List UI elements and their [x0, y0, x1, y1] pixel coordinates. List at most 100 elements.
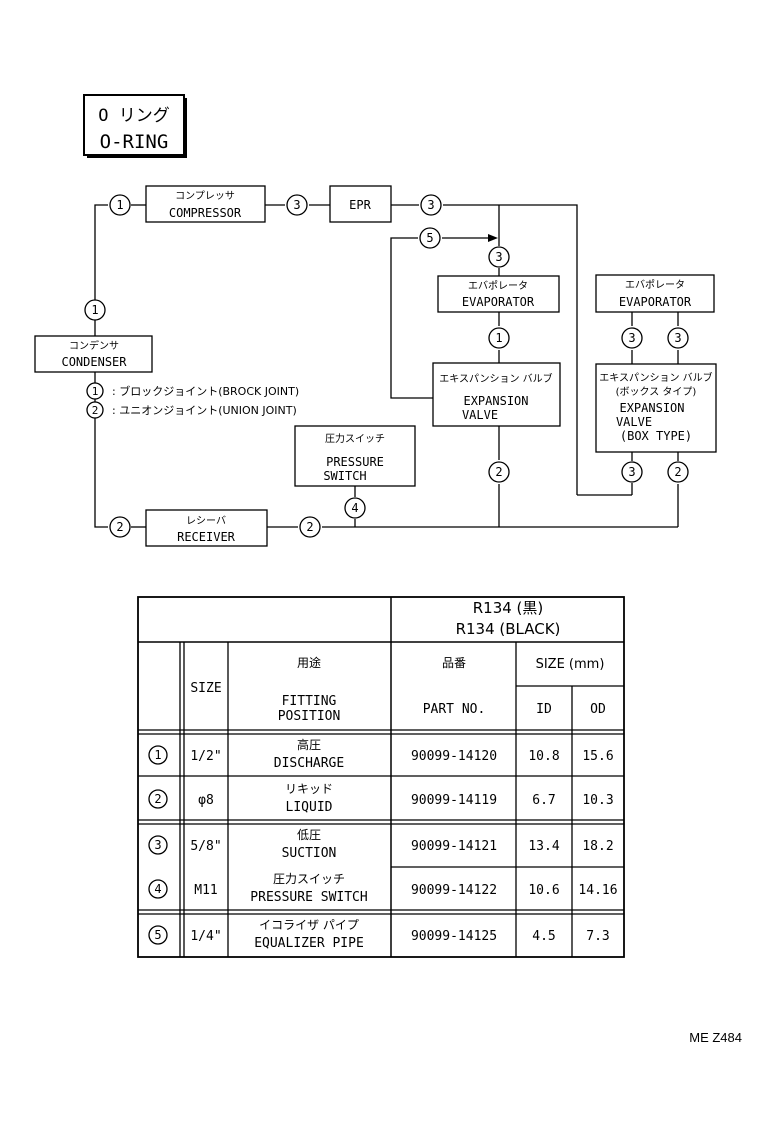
header-part: PART NO. [423, 702, 486, 717]
expansion-valve-b-label-jp: エキスパンション バルブ [599, 371, 712, 384]
row-number: 4 [154, 882, 161, 896]
header-use-2: POSITION [278, 709, 341, 724]
joint-marker-number: 1 [91, 303, 98, 317]
joint-marker: 2 [488, 461, 510, 483]
joint-marker-number: 1 [116, 198, 123, 212]
row-id: 6.7 [532, 793, 555, 808]
joint-markers: 1 3 3 5 3 1 1 2 4 2 2 3 3 3 2 [84, 194, 689, 538]
joint-marker-number: 4 [351, 501, 358, 515]
row-part-no: 90099-14120 [411, 749, 497, 764]
legend-marker-1-num: 1 [92, 385, 99, 398]
header-id: ID [536, 702, 552, 717]
row-od: 18.2 [582, 839, 613, 854]
row-od: 10.3 [582, 793, 613, 808]
header-size-mm: SIZE (mm) [536, 657, 605, 672]
joint-marker: 3 [420, 194, 442, 216]
joint-marker: 3 [667, 327, 689, 349]
legend-text-1: : ブロックジョイント(BROCK JOINT) [112, 384, 299, 398]
header-part-jp: 品番 [442, 656, 466, 670]
compressor-label-jp: コンプレッサ [175, 190, 235, 202]
row-id: 13.4 [528, 839, 559, 854]
row-size: 1/4" [190, 929, 221, 944]
row-size: φ8 [198, 793, 214, 808]
row-id: 10.8 [528, 749, 559, 764]
row-number-marker [148, 745, 168, 765]
joint-marker: 5 [419, 227, 441, 249]
joint-marker: 2 [667, 461, 689, 483]
joint-marker: 3 [621, 461, 643, 483]
joint-marker-number: 3 [628, 465, 635, 479]
joint-marker-number: 2 [116, 520, 123, 534]
row-number-marker [148, 789, 168, 809]
header-od: OD [590, 702, 606, 717]
joint-marker-number: 3 [628, 331, 635, 345]
row-number: 5 [154, 928, 161, 942]
row-use-jp: リキッド [285, 782, 333, 796]
legend-marker-2-num: 2 [92, 404, 99, 417]
condenser-label: CONDENSER [61, 355, 127, 369]
row-number: 1 [154, 748, 161, 762]
expansion-valve-b-label-3: (BOX TYPE) [620, 429, 692, 443]
joint-marker-number: 2 [495, 465, 502, 479]
compressor-box: コンプレッサ COMPRESSOR [145, 185, 266, 223]
expansion-valve-b-label-1: EXPANSION [619, 401, 684, 415]
expansion-valve-a-label-2: VALVE [462, 408, 498, 422]
refrigerant-label-jp: R134 (黒) [473, 599, 544, 617]
joint-marker: 1 [84, 299, 106, 321]
row-use-jp: イコライザ パイプ [259, 918, 359, 932]
refrigerant-label: R134 (BLACK) [456, 620, 561, 638]
expansion-valve-a-label-1: EXPANSION [463, 394, 528, 408]
joint-marker: 3 [488, 246, 510, 268]
expansion-valve-box-a: エキスパンション バルブ EXPANSION VALVE [432, 362, 561, 427]
joint-marker: 3 [286, 194, 308, 216]
condenser-box: コンデンサ CONDENSER [34, 335, 153, 373]
epr-box: EPR [329, 185, 392, 223]
row-number: 3 [154, 838, 161, 852]
row-id: 4.5 [532, 929, 555, 944]
table-grid [137, 596, 625, 958]
joint-marker-number: 2 [674, 465, 681, 479]
legend-marker-1 [86, 382, 104, 400]
evaporator-box-a: エバポレータ EVAPORATOR [437, 275, 560, 313]
title-box: O リング O-RING [83, 94, 187, 158]
row-part-no: 90099-14121 [411, 839, 497, 854]
pressure-switch-label-2: SWITCH [323, 469, 366, 483]
expansion-valve-box-b: エキスパンション バルブ (ボックス タイプ) EXPANSION VALVE … [595, 363, 717, 453]
pressure-switch-label-jp: 圧力スイッチ [325, 432, 385, 445]
row-use: LIQUID [286, 800, 333, 815]
row-use-jp: 圧力スイッチ [273, 872, 345, 886]
pressure-switch-label-1: PRESSURE [326, 455, 384, 469]
evaporator-box-b: エバポレータ EVAPORATOR [595, 274, 715, 313]
row-od: 15.6 [582, 749, 613, 764]
row-use: PRESSURE SWITCH [250, 890, 367, 905]
joint-marker-number: 3 [495, 250, 502, 264]
joint-marker: 2 [299, 516, 321, 538]
joint-marker: 2 [109, 516, 131, 538]
title-jp: O リング [98, 106, 169, 126]
header-size: SIZE [190, 681, 221, 696]
joint-marker: 1 [488, 327, 510, 349]
row-number: 2 [154, 792, 161, 806]
receiver-label: RECEIVER [177, 530, 236, 544]
row-part-no: 90099-14119 [411, 793, 497, 808]
row-number-marker [148, 925, 168, 945]
row-use: EQUALIZER PIPE [254, 936, 364, 951]
joint-legend: 1 : ブロックジョイント(BROCK JOINT) 2 : ユニオンジョイント… [86, 382, 299, 419]
parts-table: R134 (黒) R134 (BLACK) SIZE 用途 FITTING PO… [137, 596, 625, 958]
row-size: 5/8" [190, 839, 221, 854]
row-number-marker [148, 835, 168, 855]
evaporator-a-label-jp: エバポレータ [468, 280, 528, 292]
joint-marker-number: 2 [306, 520, 313, 534]
row-od: 7.3 [586, 929, 609, 944]
compressor-label: COMPRESSOR [169, 206, 242, 220]
joint-marker: 1 [109, 194, 131, 216]
joint-marker-number: 1 [495, 331, 502, 345]
joint-marker: 3 [621, 327, 643, 349]
joint-marker-number: 3 [674, 331, 681, 345]
